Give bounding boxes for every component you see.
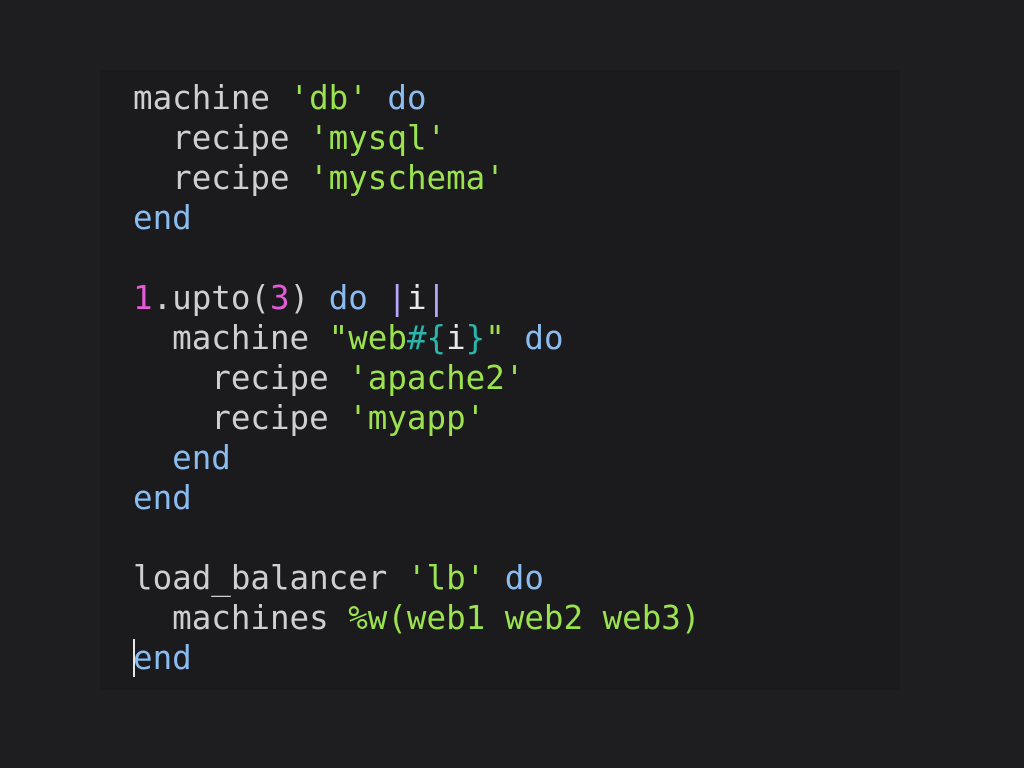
keyword-token: do (504, 559, 544, 597)
code-text: recipe (133, 159, 310, 197)
number-literal: 3 (269, 279, 290, 317)
code-line[interactable]: recipe 'apache2' (133, 358, 700, 398)
code-line[interactable]: end (133, 198, 700, 238)
interpolation-delimiter: #{ (406, 319, 447, 357)
keyword-token: end (133, 199, 192, 237)
code-line[interactable]: machines %w(web1 web2 web3) (133, 598, 700, 638)
string-literal: 'myschema' (309, 159, 505, 197)
keyword-token: end (133, 639, 192, 677)
code-text (133, 439, 172, 477)
code-panel-background (100, 70, 900, 690)
interpolation-delimiter: } (465, 319, 486, 357)
code-line[interactable]: load_balancer 'lb' do (133, 558, 700, 598)
code-text (485, 559, 505, 597)
string-literal: 'mysql' (309, 119, 447, 157)
code-line[interactable]: ​ (133, 238, 700, 278)
code-text (368, 279, 388, 317)
keyword-token: do (387, 79, 427, 117)
code-text: machine (133, 319, 329, 357)
code-line[interactable]: recipe 'mysql' (133, 118, 700, 158)
variable-token: i (446, 319, 466, 357)
code-text (368, 79, 388, 117)
code-line[interactable]: machine 'db' do (133, 78, 700, 118)
code-text (505, 319, 525, 357)
code-editor[interactable]: machine 'db' do recipe 'mysql' recipe 'm… (133, 78, 700, 678)
keyword-token: end (172, 439, 231, 477)
code-text: machines (133, 599, 349, 637)
variable-token: i (407, 279, 427, 317)
code-line[interactable]: 1.upto(3) do |i| (133, 278, 700, 318)
keyword-token: end (133, 479, 192, 517)
code-text: recipe (133, 119, 310, 157)
block-param-delimiter: | (387, 279, 407, 317)
text-cursor (133, 639, 135, 677)
string-literal: 'apache2' (348, 359, 525, 397)
code-line[interactable]: ​ (133, 518, 700, 558)
code-text: load_balancer (133, 559, 407, 597)
code-text: recipe (133, 359, 349, 397)
keyword-token: do (524, 319, 564, 357)
code-line[interactable]: machine "web#{i}" do (133, 318, 700, 358)
code-line[interactable]: end (133, 478, 700, 518)
string-literal: %w(web1 web2 web3) (348, 599, 701, 637)
string-literal: 'lb' (406, 559, 486, 597)
number-literal: 1 (133, 279, 153, 317)
string-literal: "web (328, 319, 407, 357)
block-param-delimiter: | (426, 279, 447, 317)
code-text: machine (133, 79, 290, 117)
code-text: ) (289, 279, 329, 317)
string-literal: 'myapp' (348, 399, 486, 437)
code-text: recipe (133, 399, 349, 437)
code-line[interactable]: end (133, 438, 700, 478)
keyword-token: do (328, 279, 368, 317)
code-line[interactable]: recipe 'myapp' (133, 398, 700, 438)
code-text: .upto( (152, 279, 270, 317)
string-literal: 'db' (289, 79, 368, 117)
code-line[interactable]: recipe 'myschema' (133, 158, 700, 198)
code-line[interactable]: end (133, 638, 700, 678)
string-literal: " (485, 319, 505, 357)
